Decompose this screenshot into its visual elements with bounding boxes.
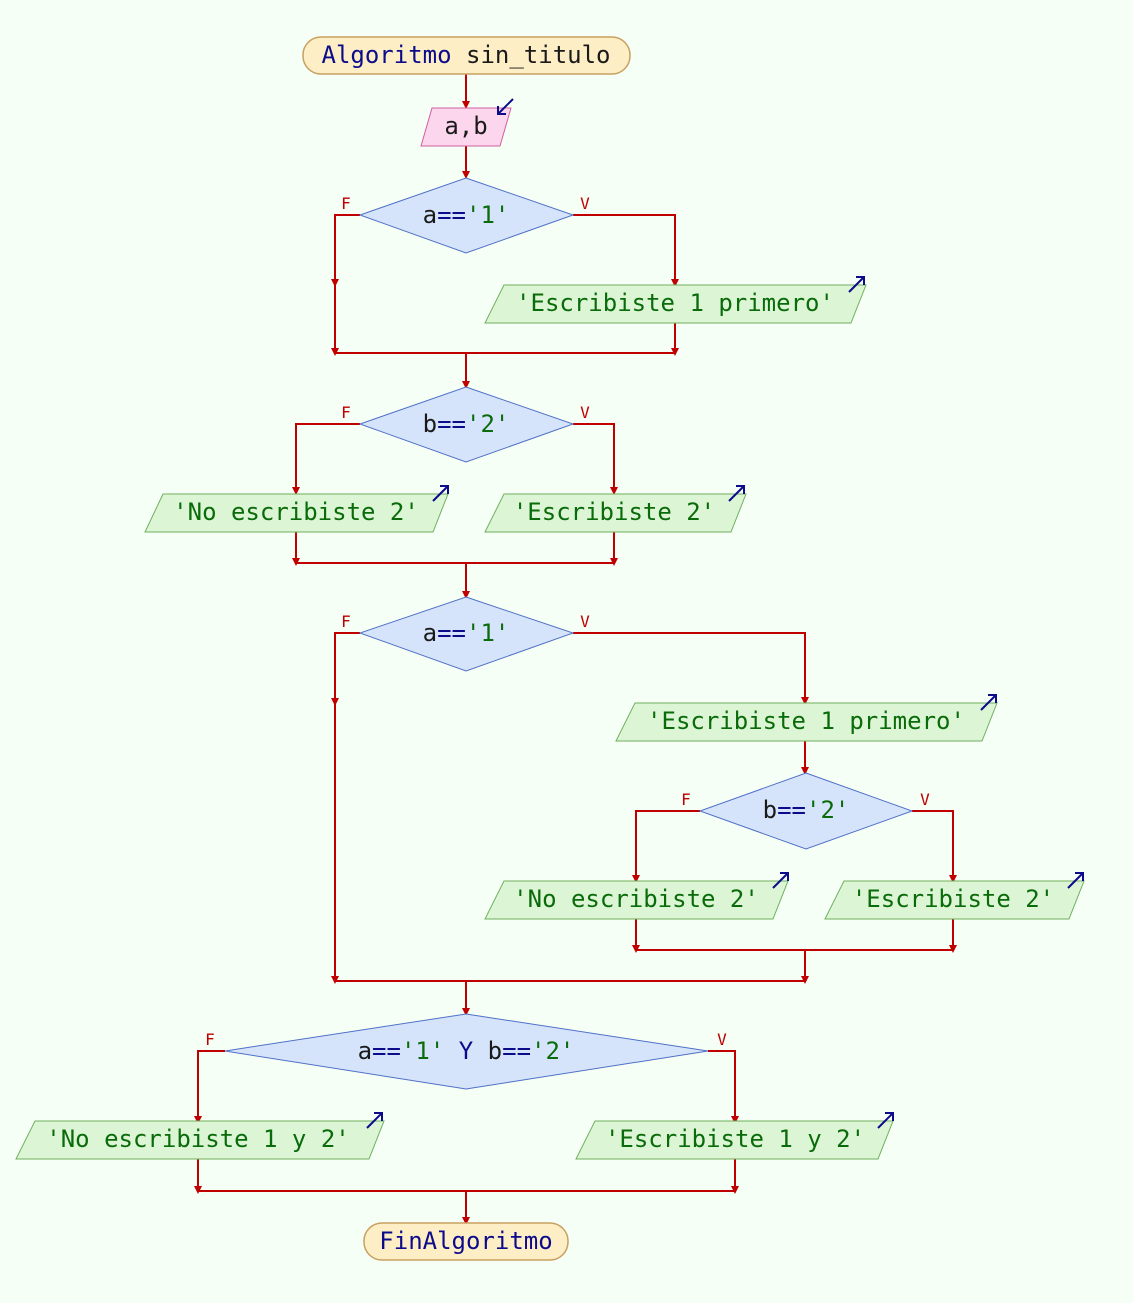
end-terminal: FinAlgoritmo: [363, 1222, 569, 1261]
output-arrow-icon: [877, 1112, 894, 1129]
decision-4-false-label: F: [681, 790, 691, 809]
input-node: a,b: [420, 98, 514, 147]
decision-2-false-label: F: [341, 403, 351, 422]
end-label: FinAlgoritmo: [379, 1227, 552, 1255]
output-8: 'Escribiste 1 y 2': [575, 1112, 894, 1160]
output-6: 'Escribiste 2': [824, 872, 1085, 920]
decision-1-true-label: V: [580, 194, 590, 213]
decision-3-condition: a=='1': [423, 619, 510, 647]
decision-3-false-label: F: [341, 612, 351, 631]
decision-3-true-label: V: [580, 612, 590, 631]
output-2: 'No escribiste 2': [144, 485, 449, 533]
output-5: 'No escribiste 2': [484, 872, 789, 920]
output-arrow-icon: [728, 485, 745, 502]
start-label: Algoritmo sin_titulo: [322, 41, 611, 69]
output-arrow-icon: [772, 872, 789, 889]
decision-1-condition: a=='1': [423, 201, 510, 229]
output-arrow-icon: [366, 1112, 383, 1129]
output-4: 'Escribiste 1 primero': [615, 694, 998, 742]
decision-2: b=='2' F V: [341, 386, 590, 463]
decision-4-condition: b=='2': [763, 796, 850, 824]
output-arrow-icon: [432, 485, 449, 502]
edges: [194, 74, 957, 1225]
decision-2-true-label: V: [580, 403, 590, 422]
output-2-text: 'No escribiste 2': [173, 498, 419, 526]
output-7: 'No escribiste 1 y 2': [15, 1112, 385, 1160]
output-8-text: 'Escribiste 1 y 2': [605, 1125, 865, 1153]
decision-4-true-label: V: [920, 790, 930, 809]
output-3-text: 'Escribiste 2': [513, 498, 715, 526]
output-7-text: 'No escribiste 1 y 2': [46, 1125, 349, 1153]
input-vars: a,b: [444, 112, 487, 140]
output-arrow-icon: [848, 276, 865, 293]
decision-1: a=='1' F V: [341, 177, 590, 254]
decision-5-condition: a=='1' Y b=='2': [358, 1037, 575, 1065]
output-4-text: 'Escribiste 1 primero': [647, 707, 965, 735]
output-1: 'Escribiste 1 primero': [484, 276, 867, 324]
output-6-text: 'Escribiste 2': [852, 885, 1054, 913]
output-3: 'Escribiste 2': [484, 485, 747, 533]
output-arrow-icon: [980, 694, 997, 711]
decision-5-false-label: F: [205, 1030, 215, 1049]
decision-1-false-label: F: [341, 194, 351, 213]
input-arrow-icon: [497, 98, 514, 115]
output-5-text: 'No escribiste 2': [513, 885, 759, 913]
decision-3: a=='1' F V: [341, 596, 590, 672]
decision-5-true-label: V: [717, 1030, 727, 1049]
decision-5: a=='1' Y b=='2' F V: [205, 1013, 727, 1090]
start-terminal: Algoritmo sin_titulo: [302, 36, 631, 75]
output-1-text: 'Escribiste 1 primero': [516, 289, 834, 317]
decision-2-condition: b=='2': [423, 410, 510, 438]
decision-4: b=='2' F V: [681, 772, 930, 850]
output-arrow-icon: [1067, 872, 1084, 889]
